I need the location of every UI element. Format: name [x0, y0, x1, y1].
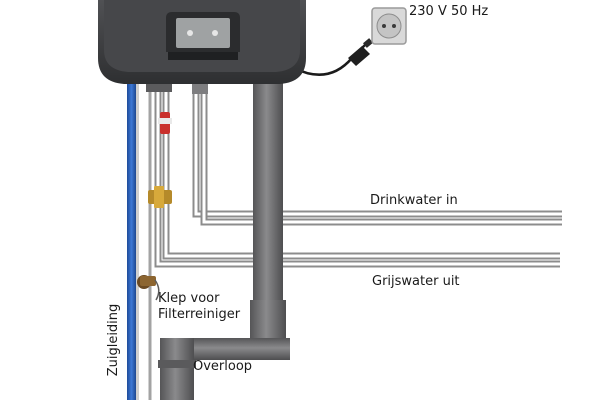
valve-label-line1: Klep voor [158, 291, 220, 306]
grey-water-out-label: Grijswater uit [372, 274, 460, 289]
suction-line-label: Zuigleiding [106, 303, 121, 377]
brass-connector [148, 186, 172, 208]
filter-cleaner-valve [137, 275, 160, 301]
valve-label-line2: Filterreiniger [158, 307, 241, 322]
grey-water-tube [154, 84, 560, 268]
suction-pipe [127, 84, 136, 400]
drinking-water-tube [192, 84, 562, 226]
water-unit [98, 0, 306, 94]
red-valve [158, 112, 172, 134]
drinking-water-in-label: Drinkwater in [370, 193, 458, 208]
power-plug [348, 38, 373, 66]
power-supply-label: 230 V 50 Hz [409, 4, 489, 19]
filter-cleaner-valve-label: Klep voor Filterreiniger [158, 291, 240, 323]
wall-socket [371, 7, 407, 45]
overflow-pipe [158, 82, 290, 400]
overflow-label: Overloop [193, 359, 253, 374]
